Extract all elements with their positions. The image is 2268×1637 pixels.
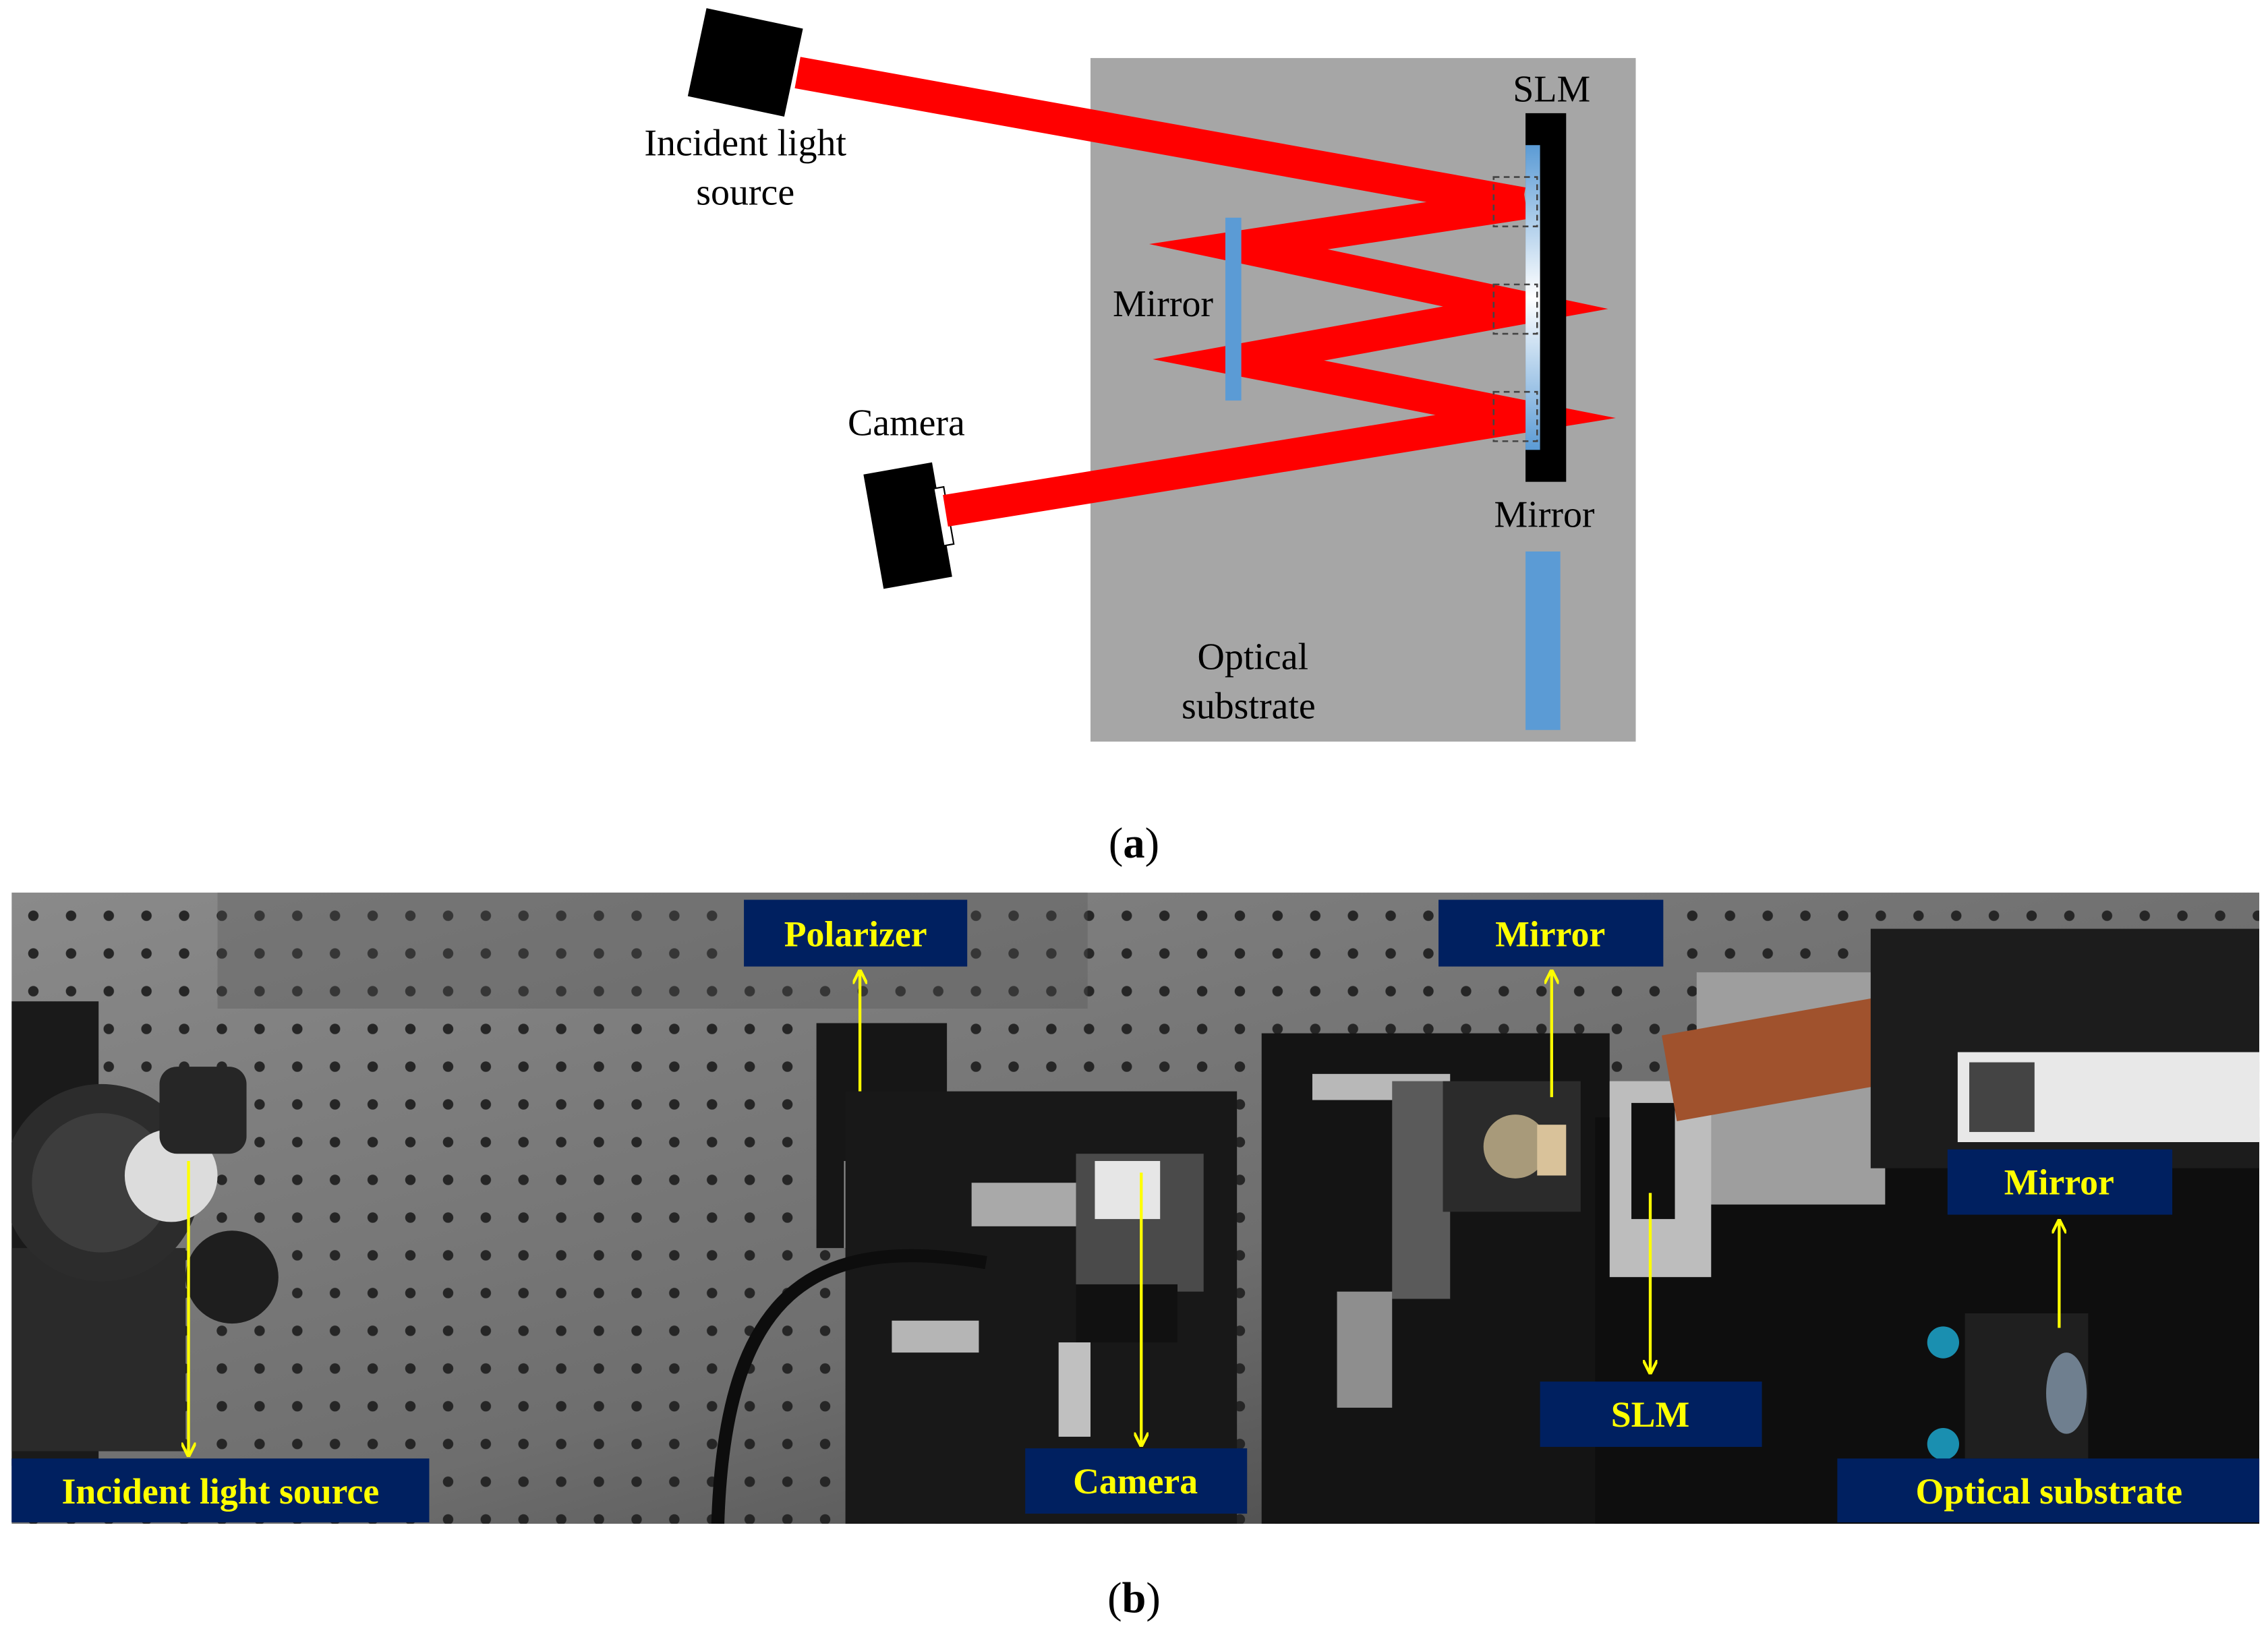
mirror-stage	[1392, 1081, 1451, 1299]
substrate-mirror-optic	[2046, 1352, 2087, 1434]
slm-chip	[1631, 1102, 1675, 1220]
tag-polarizer: Polarizer	[744, 899, 968, 967]
annotation-arrows	[189, 972, 2060, 1454]
photo-tags: Polarizer Mirror Mirror SLM Camera Incid…	[11, 899, 2260, 1522]
tag-mirror-top: Mirror	[1438, 899, 1664, 967]
label-camera: Camera	[848, 403, 965, 444]
camera-micrometer	[892, 1320, 979, 1353]
tag-slm-text: SLM	[1611, 1394, 1689, 1435]
tag-polarizer-bg	[744, 899, 968, 967]
slm-region-2	[1492, 283, 1538, 335]
tag-mirror-top-bg	[1438, 899, 1664, 967]
right-mirror	[1525, 551, 1561, 730]
mirror-element	[1537, 1125, 1567, 1176]
tag-optical-substrate-bg	[1837, 1458, 2260, 1522]
label-optical-substrate-line1: Optical	[1198, 636, 1309, 678]
panel-b-photo	[11, 892, 2260, 1524]
light-source-base	[11, 1248, 186, 1452]
caption-b-close: )	[1146, 1573, 1160, 1621]
caption-b-open: (	[1107, 1573, 1122, 1621]
label-mirror-left: Mirror	[1113, 283, 1213, 325]
camera-translation-stage	[971, 1183, 1088, 1226]
caption-a-open: (	[1109, 818, 1123, 867]
tag-camera: Camera	[1025, 1448, 1248, 1514]
slm-region-3	[1492, 390, 1538, 442]
tag-camera-text: Camera	[1073, 1461, 1198, 1501]
camera-sticker	[1095, 1160, 1161, 1220]
camera-post	[1058, 1342, 1091, 1437]
caption-a-close: )	[1145, 818, 1159, 867]
tag-optical-substrate-text: Optical substrate	[1916, 1471, 2183, 1512]
incident-beam	[794, 57, 1525, 219]
light-source-mount	[159, 1067, 247, 1154]
caption-a: (a)	[1109, 818, 1159, 867]
label-optical-substrate-line2: substrate	[1182, 685, 1316, 727]
tag-incident-light-source-bg	[11, 1458, 430, 1522]
tag-camera-bg	[1025, 1448, 1248, 1514]
incident-light-source-box	[687, 8, 803, 117]
left-mirror	[1225, 217, 1242, 401]
label-slm: SLM	[1513, 69, 1590, 111]
camera-body	[863, 462, 952, 589]
camera-device	[863, 462, 955, 589]
caption-b-letter: b	[1122, 1573, 1146, 1621]
slm-ribbon-cable	[1662, 997, 1892, 1121]
slm-region-1	[1492, 176, 1538, 228]
mirror-optic	[1483, 1114, 1548, 1179]
mirror-stage-column	[1337, 1291, 1393, 1408]
camera-cable	[711, 1249, 987, 1524]
label-mirror-right: Mirror	[1494, 494, 1595, 535]
slm-driver-qr	[1969, 1062, 2035, 1132]
light-source-knob	[185, 1230, 279, 1324]
tag-polarizer-text: Polarizer	[784, 914, 927, 954]
substrate-mirror-knob-top	[1927, 1326, 1959, 1359]
tag-optical-substrate: Optical substrate	[1837, 1458, 2260, 1522]
tag-slm-bg	[1540, 1381, 1762, 1448]
tag-mirror-right-text: Mirror	[2004, 1162, 2114, 1202]
substrate-mirror-knob-bottom	[1927, 1428, 1959, 1460]
tag-mirror-right: Mirror	[1947, 1149, 2173, 1215]
caption-a-letter: a	[1123, 818, 1144, 867]
zigzag-beam	[943, 187, 1616, 527]
tag-mirror-right-bg	[1947, 1149, 2173, 1215]
panel-a-schematic: Incident light source SLM Mirror Camera …	[644, 8, 1636, 867]
label-incident-light-source-line1: Incident light	[644, 122, 846, 164]
tag-incident-light-source: Incident light source	[11, 1458, 430, 1522]
tag-mirror-top-text: Mirror	[1495, 914, 1605, 954]
caption-b: (b)	[1107, 1573, 1161, 1621]
tag-slm: SLM	[1540, 1381, 1762, 1448]
tag-incident-light-source-text: Incident light source	[61, 1471, 379, 1512]
label-incident-light-source-line2: source	[696, 171, 794, 213]
slm-active-surface	[1525, 145, 1540, 450]
camera-heatsink	[1076, 1284, 1178, 1343]
